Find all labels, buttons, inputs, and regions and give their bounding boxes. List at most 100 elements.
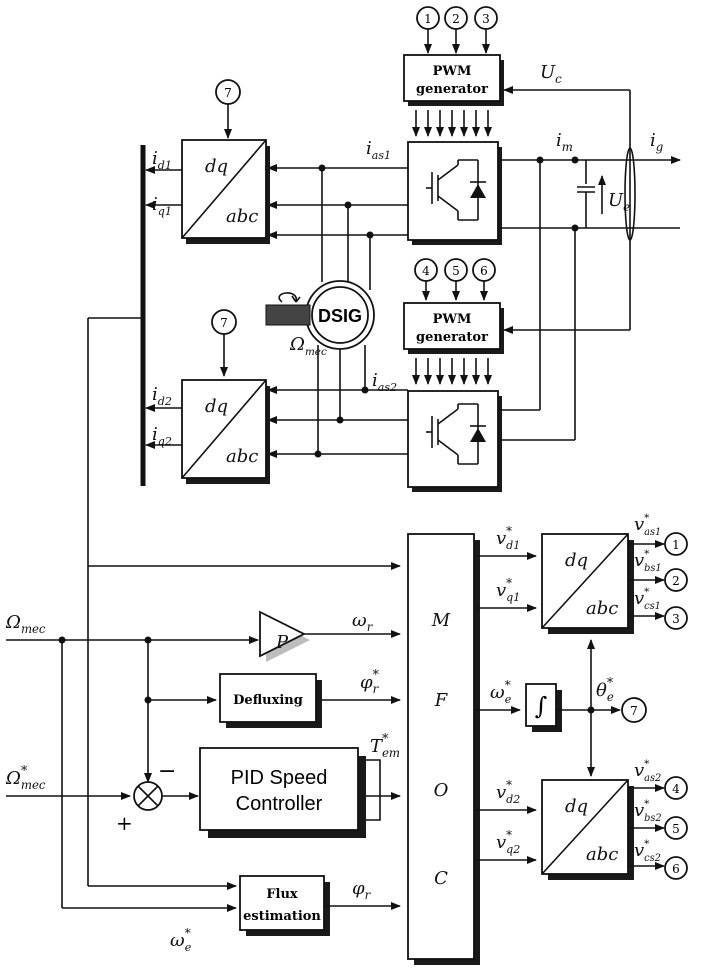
label-omega_mec_motor: Ωmec (289, 334, 327, 358)
pwm-2-line2: generator (416, 330, 488, 345)
pwm-1-line1: PWM (433, 64, 472, 79)
label-vq1-sub: q1 (506, 591, 520, 604)
input-4-label: 4 (422, 264, 430, 278)
label-vd2: v*d2 (496, 778, 520, 806)
label-vcs2-sub: cs2 (644, 853, 661, 864)
label-vd1-main: v (496, 528, 506, 549)
output-5: 5 (672, 822, 680, 836)
label-vq1-sup: * (506, 576, 512, 590)
label-omega_mec_motor-sub: mec (305, 346, 327, 358)
label-id2-main: i (152, 384, 158, 405)
flux-line1: Flux (266, 887, 298, 902)
label-id2: id2 (152, 384, 172, 408)
input-3-label: 3 (482, 12, 490, 26)
label-Tem_ref-sup: * (382, 731, 389, 746)
label-omega_e_ref_in-main: ω (170, 930, 185, 951)
label-vq2-main: v (496, 832, 506, 853)
measurement-bus (87, 145, 401, 890)
label-phi_r-main: φ (352, 878, 365, 899)
label-phi_r: φr (352, 878, 372, 902)
label-Ue-sub: e (623, 200, 630, 214)
label-vq2-sup: * (506, 828, 512, 842)
pwm-1-line2: generator (416, 82, 488, 97)
label-vcs1: v*cs1 (634, 586, 661, 612)
speed-feedback (6, 636, 259, 912)
label-ias1: ias1 (366, 138, 391, 162)
pid-line1: PID Speed (231, 767, 328, 789)
label-id1-sub: d1 (158, 159, 172, 172)
label-vq2-sub: q2 (506, 843, 520, 856)
output-4: 4 (672, 782, 680, 796)
label-id1-main: i (152, 148, 158, 169)
output-3: 3 (672, 612, 680, 626)
label-vcs1-main: v (634, 588, 644, 609)
label-phi_r_ref-sub: r (373, 682, 380, 696)
label-vcs1-sup: * (644, 586, 650, 598)
label-ias1-main: i (366, 138, 372, 159)
abc-dq-transform-1: 7 dq abc (145, 79, 270, 244)
label-iq2-sub: q2 (158, 435, 172, 448)
dsig-label: DSIG (318, 306, 362, 326)
label-omega_r: ωr (352, 610, 374, 634)
label-im: im (556, 130, 573, 154)
abc-label-1: abc (226, 206, 258, 227)
dq-abc-transform-3: dq abc 1 2 3 (541, 532, 688, 634)
pwm-2-line1: PWM (433, 312, 472, 327)
label-im-main: i (556, 130, 562, 151)
mfoc-f: F (434, 690, 449, 711)
output-6: 6 (672, 862, 680, 876)
input-6-label: 6 (480, 264, 488, 278)
label-ias2-sub: as2 (378, 381, 397, 394)
dq-label-4: dq (565, 796, 588, 817)
label-vas1-main: v (634, 514, 644, 535)
inverter-2 (407, 390, 502, 492)
label-ias2-main: i (372, 370, 378, 391)
label-Tem_ref: T*em (370, 731, 400, 760)
abc-label-4: abc (586, 844, 618, 865)
label-iq2: iq2 (152, 424, 172, 448)
label-id2-sub: d2 (158, 395, 172, 408)
label-vbs1-main: v (634, 550, 644, 571)
label-Uc-main: U (540, 62, 556, 83)
label-theta_e-sup: * (607, 675, 614, 690)
label-vas2: v*as2 (634, 758, 661, 784)
label-Uc-sub: c (555, 72, 562, 86)
label-iq1: iq1 (152, 194, 172, 218)
dc-bus (498, 86, 681, 441)
label-Uc: Uc (540, 62, 562, 86)
label-vd1-sub: d1 (506, 539, 520, 552)
p-gain: P (259, 610, 401, 662)
pwm-generator-1: PWM generator (403, 54, 504, 106)
label-omega_e_ref-sup: * (505, 678, 511, 692)
label-omega_mec-main: Ω (5, 612, 21, 633)
input-2-label: 2 (452, 12, 460, 26)
label-omega_mec_ref-main: Ω (5, 768, 21, 789)
label-omega_mec-sub: mec (21, 622, 46, 636)
pwm-inputs-mid: 4 5 6 (414, 258, 496, 301)
flux-line2: estimation (243, 909, 321, 924)
defluxing-label: Defluxing (233, 693, 303, 708)
label-vcs2: v*cs2 (634, 838, 661, 864)
defluxing-block: Defluxing (219, 673, 401, 728)
label-phi_r_ref: φ*r (360, 667, 380, 696)
label-vd1-sup: * (506, 524, 512, 538)
theta-output-7: 7 (630, 704, 638, 718)
label-omega_mec: Ωmec (5, 612, 46, 636)
label-theta_e-main: θ (596, 680, 607, 701)
inverter-1 (407, 141, 502, 245)
label-omega_e_ref_in-sup: * (185, 926, 191, 940)
theta-input-7b: 7 (220, 316, 228, 330)
label-ig-sub: g (656, 140, 663, 154)
label-vas1-sup: * (644, 512, 650, 524)
output-1: 1 (672, 538, 680, 552)
dq-label-3: dq (565, 550, 588, 571)
label-omega_e_ref_in: ω*e (170, 926, 192, 954)
theta-input-7a: 7 (224, 86, 232, 100)
label-vas2-sup: * (644, 758, 650, 770)
input-1-label: 1 (424, 12, 432, 26)
mfoc-outputs (474, 552, 537, 864)
pwm-inputs-top: 1 2 3 (416, 6, 498, 54)
label-im-sub: m (562, 140, 573, 154)
label-phi_r_ref-main: φ (360, 672, 373, 693)
plus-sign: + (116, 811, 133, 835)
